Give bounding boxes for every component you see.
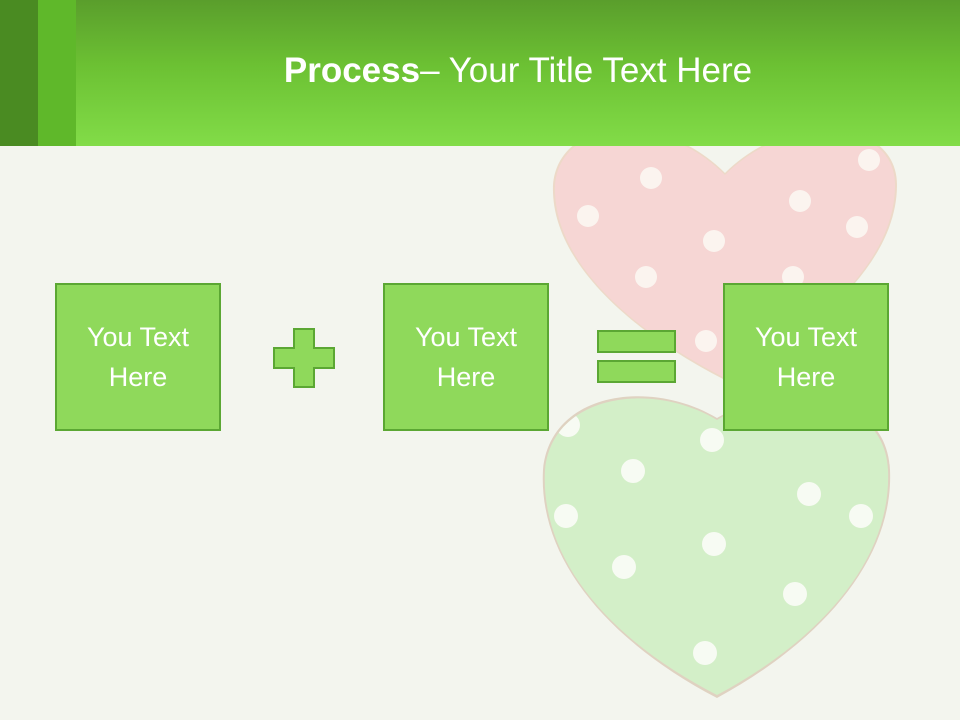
title-bold: Process xyxy=(283,51,421,90)
heart-cookies-image xyxy=(542,146,897,698)
title-rest: – Your Title Text Here xyxy=(420,51,753,90)
process-box-3[interactable]: You Text Here xyxy=(723,283,889,431)
accent-bar-dark xyxy=(0,0,38,146)
accent-bar-light xyxy=(38,0,76,146)
title-bar: Process – Your Title Text Here xyxy=(0,0,960,146)
process-box-1[interactable]: You Text Here xyxy=(55,283,221,431)
slide-title[interactable]: Process – Your Title Text Here xyxy=(76,0,960,146)
plus-icon xyxy=(273,328,335,388)
process-box-2[interactable]: You Text Here xyxy=(383,283,549,431)
equals-icon xyxy=(597,330,676,383)
